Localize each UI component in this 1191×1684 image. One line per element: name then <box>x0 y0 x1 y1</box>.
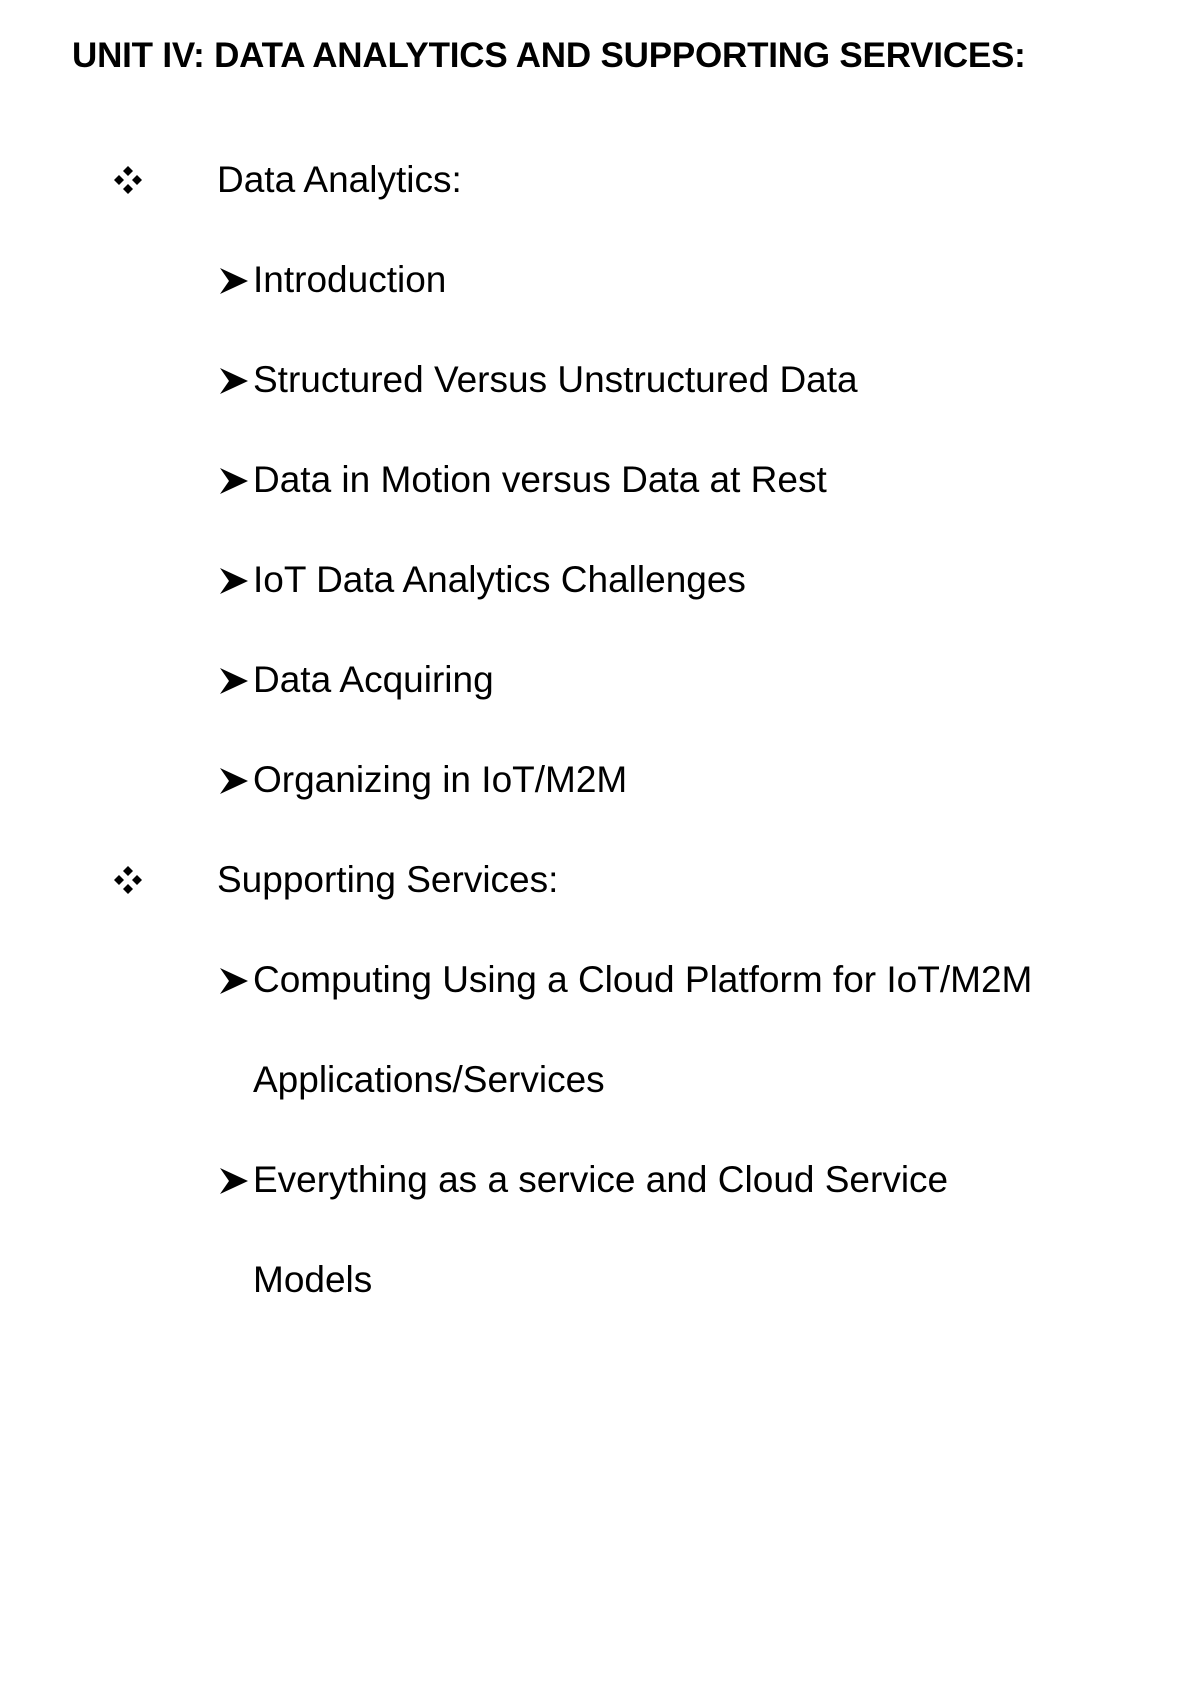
list-item-everything-as-a-service: Everything as a service and Cloud Servic… <box>216 1150 1176 1210</box>
list-item-cloud-platform: Computing Using a Cloud Platform for IoT… <box>216 950 1176 1010</box>
diamond-cluster-icon <box>114 866 142 894</box>
diamond-cluster-icon <box>114 166 142 194</box>
unit-title: UNIT IV: DATA ANALYTICS AND SUPPORTING S… <box>72 36 1026 75</box>
list-item-label: IoT Data Analytics Challenges <box>253 559 746 600</box>
list-item-continuation: Models <box>253 1259 373 1300</box>
list-item-introduction: Introduction <box>216 250 1176 310</box>
list-item-continuation: Applications/Services <box>253 1059 605 1100</box>
arrowhead-icon <box>220 768 248 794</box>
list-item-label: Data Acquiring <box>253 659 494 700</box>
list-item-data-in-motion: Data in Motion versus Data at Rest <box>216 450 1176 510</box>
list-item-label: Everything as a service and Cloud Servic… <box>253 1159 949 1200</box>
list-item-label: Data in Motion versus Data at Rest <box>253 459 827 500</box>
arrowhead-icon <box>220 668 248 694</box>
list-item-data-acquiring: Data Acquiring <box>216 650 1176 710</box>
list-item-structured-vs-unstructured: Structured Versus Unstructured Data <box>216 350 1176 410</box>
arrowhead-icon <box>220 368 248 394</box>
section-heading-data-analytics: Data Analytics: <box>108 150 1168 210</box>
arrowhead-icon <box>220 968 248 994</box>
list-item-label: Structured Versus Unstructured Data <box>253 359 858 400</box>
list-item-label: Computing Using a Cloud Platform for IoT… <box>253 959 1033 1000</box>
list-item-label: Introduction <box>253 259 447 300</box>
arrowhead-icon <box>220 468 248 494</box>
list-item-label: Organizing in IoT/M2M <box>253 759 628 800</box>
arrowhead-icon <box>220 1168 248 1194</box>
list-item-iot-analytics-challenges: IoT Data Analytics Challenges <box>216 550 1176 610</box>
arrowhead-icon <box>220 268 248 294</box>
section-label: Data Analytics: <box>217 159 462 200</box>
section-label: Supporting Services: <box>217 859 559 900</box>
arrowhead-icon <box>220 568 248 594</box>
section-heading-supporting-services: Supporting Services: <box>108 850 1168 910</box>
list-item-organizing-iot-m2m: Organizing in IoT/M2M <box>216 750 1176 810</box>
